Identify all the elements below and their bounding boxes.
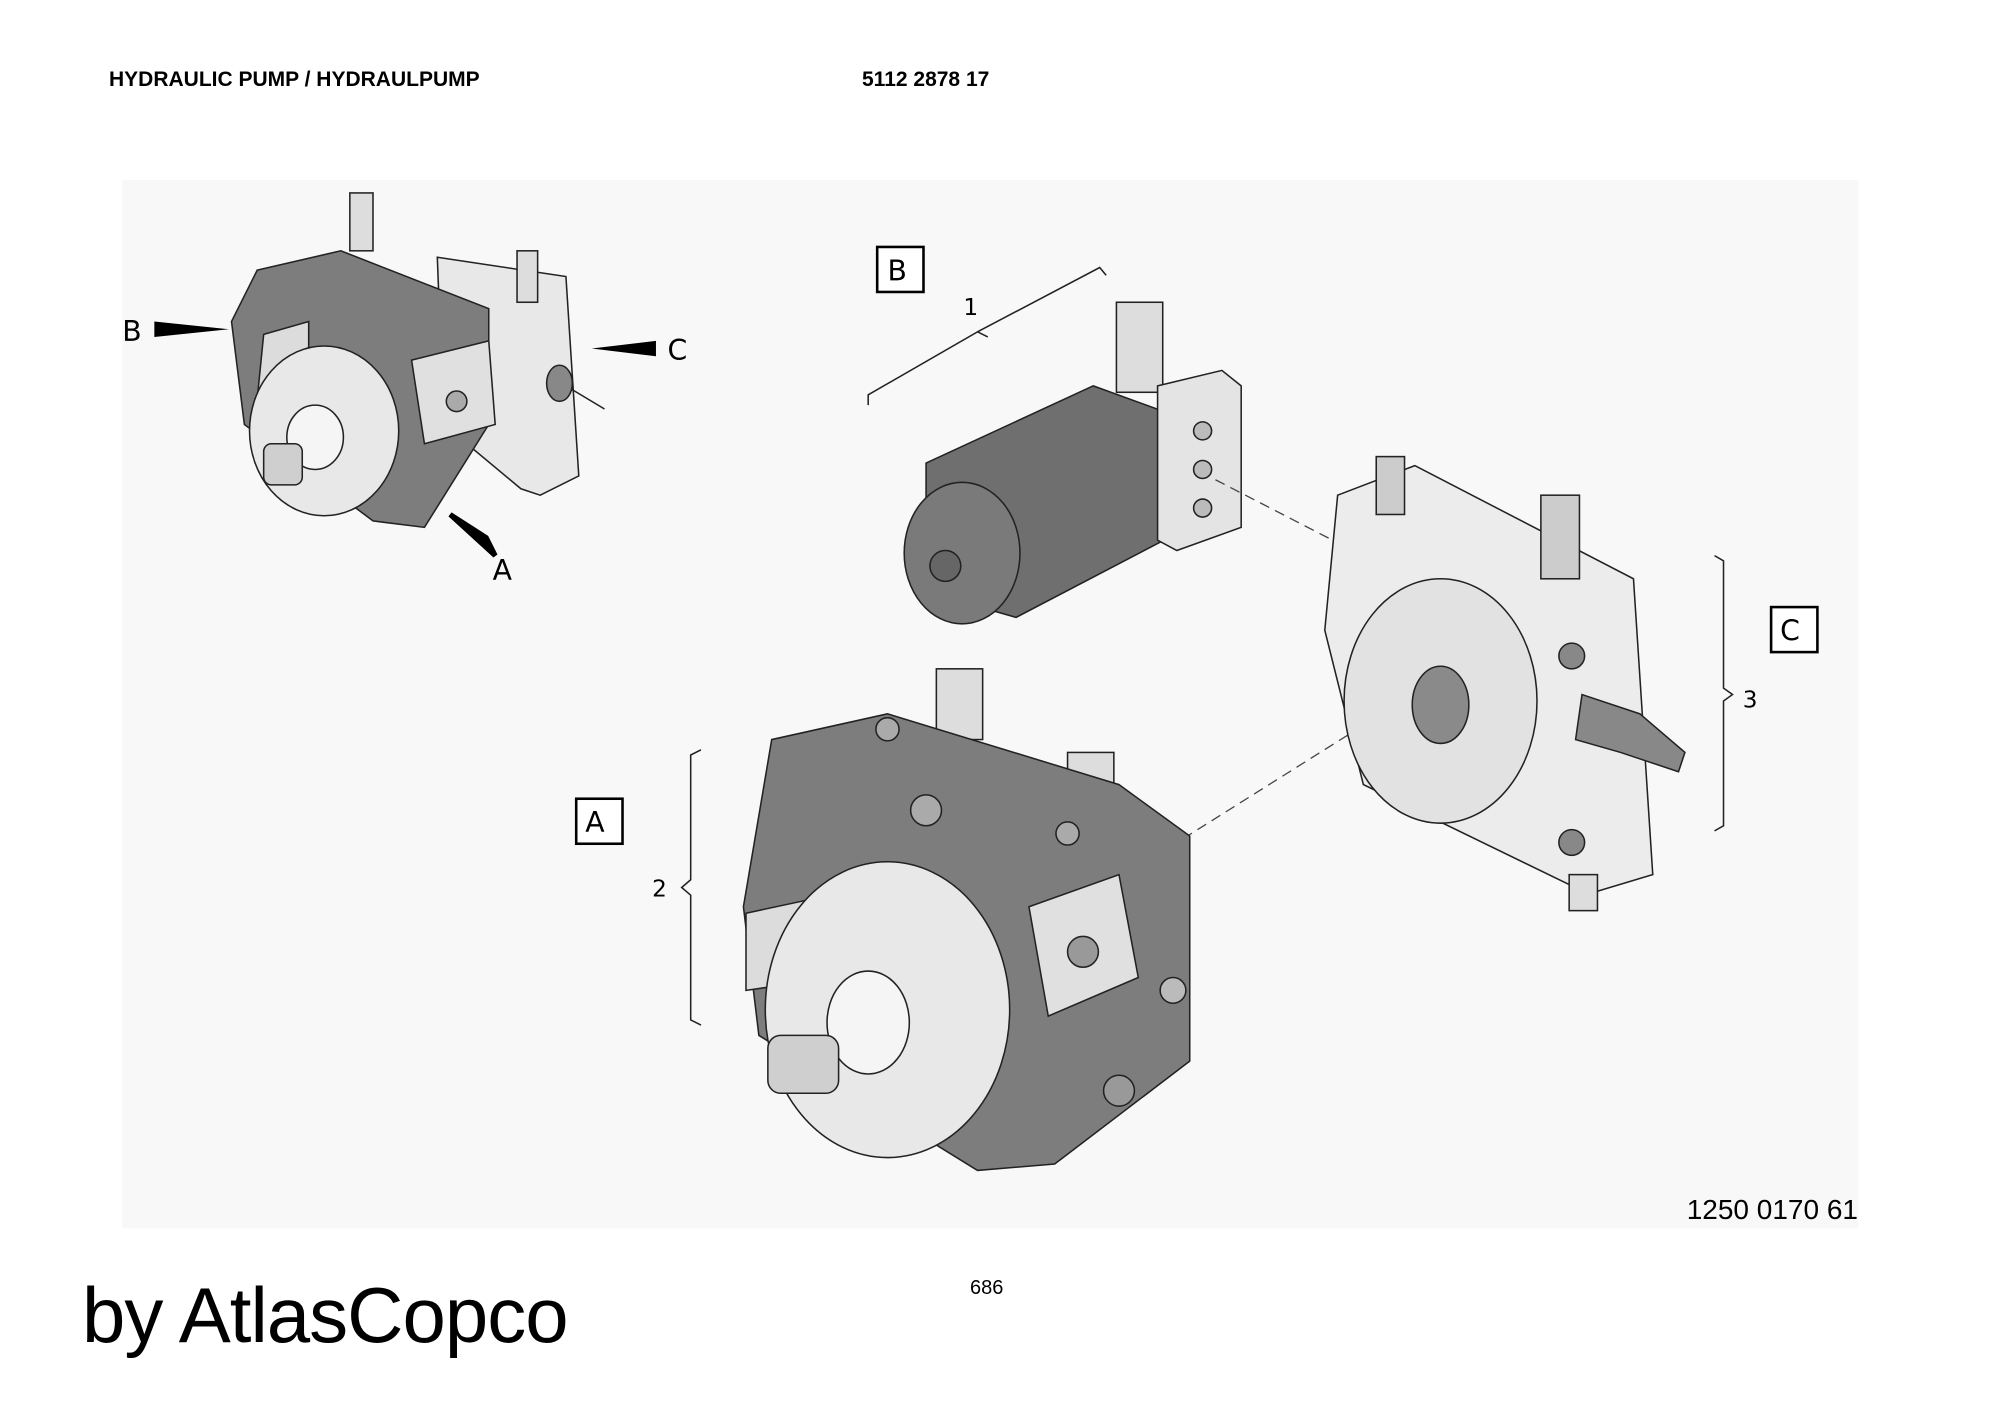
filter-assembly	[903, 301, 1242, 625]
overview-pump	[230, 192, 605, 529]
box-label-a: A	[585, 806, 605, 839]
page-number: 686	[970, 1277, 1004, 1299]
box-c	[1769, 605, 1819, 654]
alignment-line	[1182, 700, 1403, 840]
drawing-code: 1250 0170 61	[1686, 1194, 1858, 1225]
item-number-1: 1	[963, 295, 978, 321]
brand-text: by AtlasCopco	[82, 1271, 569, 1359]
arrow-a-marker	[448, 512, 498, 558]
bracket-1	[867, 266, 1107, 406]
box-a	[574, 797, 624, 846]
item-number-3: 3	[1743, 687, 1758, 713]
alignment-line	[1215, 479, 1338, 544]
item-number-2: 2	[652, 876, 667, 902]
valve-block	[1324, 455, 1686, 912]
bracket-2	[680, 749, 702, 1026]
box-label-b: B	[887, 254, 906, 287]
box-b	[875, 245, 925, 294]
bracket-3	[1714, 554, 1734, 832]
arrow-c-marker	[591, 340, 656, 357]
part-number: 5112 2878 17	[862, 68, 990, 91]
box-label-c: C	[1780, 615, 1800, 648]
arrow-b-marker	[154, 321, 229, 337]
arrow-label-a: A	[493, 554, 513, 587]
main-pump	[742, 668, 1191, 1172]
document-title: HYDRAULIC PUMP / HYDRAULPUMP	[109, 68, 480, 91]
arrow-label-c: C	[668, 334, 688, 367]
arrow-label-b: B	[122, 315, 141, 348]
